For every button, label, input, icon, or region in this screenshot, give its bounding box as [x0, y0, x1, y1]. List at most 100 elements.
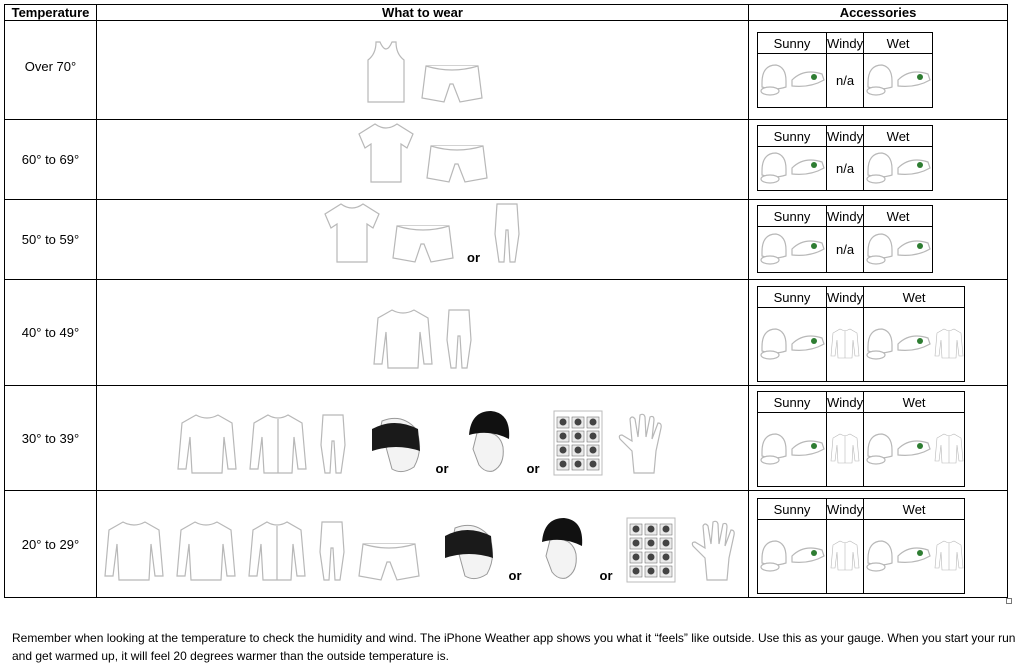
glove-icon — [614, 411, 670, 482]
long-sleeve-icon — [176, 411, 238, 482]
accessory-windy-cell: n/a — [825, 226, 865, 273]
or-label: or — [467, 250, 480, 265]
tank-top-icon — [362, 38, 410, 111]
visor-icon — [790, 154, 826, 183]
shorts-icon — [420, 60, 484, 111]
shorts-icon — [357, 538, 421, 589]
beanie-icon — [461, 407, 515, 482]
or-label: or — [599, 568, 613, 583]
not-applicable-label: n/a — [836, 161, 855, 176]
what-to-wear-cell: or or — [96, 490, 749, 598]
cap-icon — [864, 537, 894, 576]
accessory-wet-cell — [863, 146, 934, 191]
accessory-column-sunny: Sunny — [757, 391, 827, 413]
accessory-column-sunny: Sunny — [757, 32, 827, 54]
accessory-column-sunny: Sunny — [757, 205, 827, 227]
temperature-cell: 40° to 49° — [4, 279, 97, 386]
what-to-wear-header: What to wear — [96, 4, 749, 21]
accessory-wet-cell — [863, 53, 934, 108]
what-to-wear-cell — [96, 119, 749, 200]
accessory-column-wet: Wet — [863, 391, 966, 413]
accessory-sunny-cell — [757, 146, 827, 191]
buff-chart-icon — [625, 516, 677, 589]
accessory-column-wet: Wet — [863, 205, 934, 227]
temperature-cell: 20° to 29° — [4, 490, 97, 598]
clothing-guide-table: Temperature What to wear Accessories Ove… — [4, 4, 1008, 598]
accessory-windy-cell: n/a — [825, 53, 865, 108]
visor-icon — [790, 330, 826, 359]
jacket-icon — [248, 411, 308, 482]
visor-icon — [790, 542, 826, 571]
accessories-header: Accessories — [748, 4, 1008, 21]
accessory-column-windy: Windy — [825, 205, 865, 227]
accessory-wet-cell — [863, 307, 966, 382]
temperature-cell: 30° to 39° — [4, 385, 97, 491]
or-label: or — [508, 568, 522, 583]
accessory-column-windy: Windy — [825, 391, 865, 413]
long-sleeve-icon — [175, 518, 237, 589]
accessory-windy-cell — [825, 412, 865, 487]
tshirt-icon — [323, 200, 381, 271]
accessory-windy-cell: n/a — [825, 146, 865, 191]
long-sleeve-icon — [372, 306, 434, 377]
visor-icon — [896, 330, 932, 359]
accessory-column-wet: Wet — [863, 286, 966, 308]
resize-handle[interactable] — [1006, 598, 1012, 604]
what-to-wear-cell — [96, 20, 749, 120]
accessory-column-wet: Wet — [863, 498, 966, 520]
accessory-sunny-cell — [757, 412, 827, 487]
what-to-wear-cell: or — [96, 199, 749, 280]
jacket-icon — [247, 518, 307, 589]
cap-icon — [864, 230, 894, 269]
not-applicable-label: n/a — [836, 73, 855, 88]
visor-icon — [790, 66, 826, 95]
header-row: Temperature What to wear Accessories — [4, 4, 1008, 21]
shorts-icon — [425, 140, 489, 191]
accessory-sunny-cell — [757, 226, 827, 273]
cap-icon — [864, 325, 894, 364]
cap-icon — [758, 430, 788, 469]
glove-icon — [687, 518, 743, 589]
jacket-icon — [830, 327, 860, 363]
visor-icon — [896, 66, 932, 95]
accessory-column-wet: Wet — [863, 32, 934, 54]
accessory-sunny-cell — [757, 53, 827, 108]
cap-icon — [758, 230, 788, 269]
jacket-icon — [830, 539, 860, 575]
accessory-sunny-cell — [757, 519, 827, 594]
headband-icon — [358, 407, 424, 482]
jacket-icon — [934, 432, 964, 468]
accessory-wet-cell — [863, 412, 966, 487]
or-label: or — [435, 461, 449, 476]
visor-icon — [790, 235, 826, 264]
tshirt-icon — [357, 120, 415, 191]
visor-icon — [896, 154, 932, 183]
tights-icon — [317, 518, 347, 589]
accessory-column-wet: Wet — [863, 125, 934, 147]
accessory-windy-cell — [825, 307, 865, 382]
accessory-column-sunny: Sunny — [757, 286, 827, 308]
temperature-cell: 60° to 69° — [4, 119, 97, 200]
accessory-wet-cell — [863, 519, 966, 594]
accessory-windy-cell — [825, 519, 865, 594]
tights-icon — [318, 411, 348, 482]
visor-icon — [896, 435, 932, 464]
accessory-column-windy: Windy — [825, 286, 865, 308]
cap-icon — [758, 149, 788, 188]
